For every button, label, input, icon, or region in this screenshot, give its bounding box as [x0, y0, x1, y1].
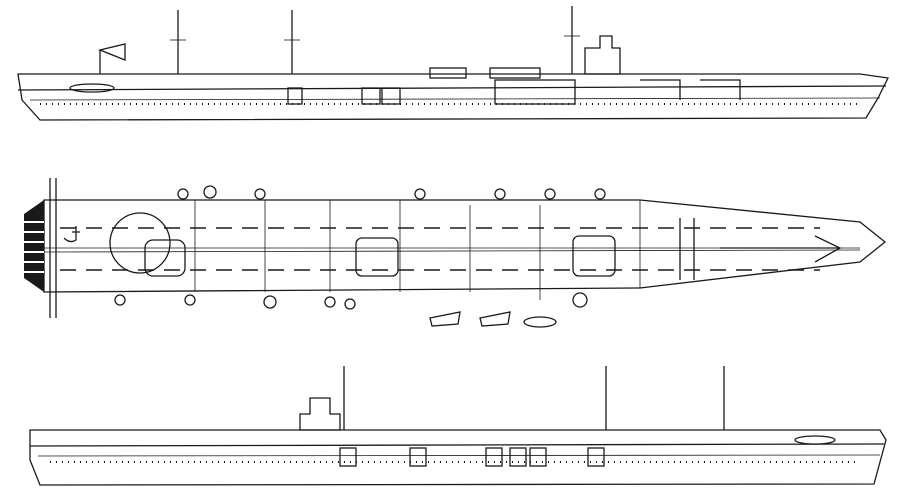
gun-tubs — [114, 185, 606, 310]
arrestor-wire-lines — [194, 200, 641, 300]
flight-deck-outline — [43, 199, 887, 293]
hull-outline — [29, 429, 887, 486]
island-superstructure — [299, 397, 341, 431]
hangar-line — [29, 443, 885, 447]
elevator-circle — [109, 212, 171, 274]
island-superstructure — [584, 35, 621, 75]
boats — [69, 83, 401, 105]
hull-outline — [17, 73, 889, 121]
barrier — [679, 218, 695, 280]
masts — [170, 6, 580, 74]
sponson — [494, 79, 576, 105]
elevator — [355, 237, 399, 277]
aa-gun — [489, 67, 541, 79]
hangar-line — [17, 85, 887, 91]
boats — [339, 447, 605, 467]
wind-arrow — [720, 235, 842, 263]
aa-gun — [429, 67, 467, 79]
starboard-profile-view — [17, 6, 889, 121]
boat — [523, 316, 557, 328]
deck-marking-character — [63, 226, 80, 243]
flight-deck-plan-view — [24, 178, 887, 328]
elevator — [144, 239, 186, 277]
crane — [97, 43, 126, 74]
stern-round-down — [24, 200, 44, 292]
boat — [794, 435, 836, 445]
elevator — [572, 235, 616, 277]
port-profile-view — [29, 366, 887, 486]
aa-sponsons — [429, 311, 511, 327]
